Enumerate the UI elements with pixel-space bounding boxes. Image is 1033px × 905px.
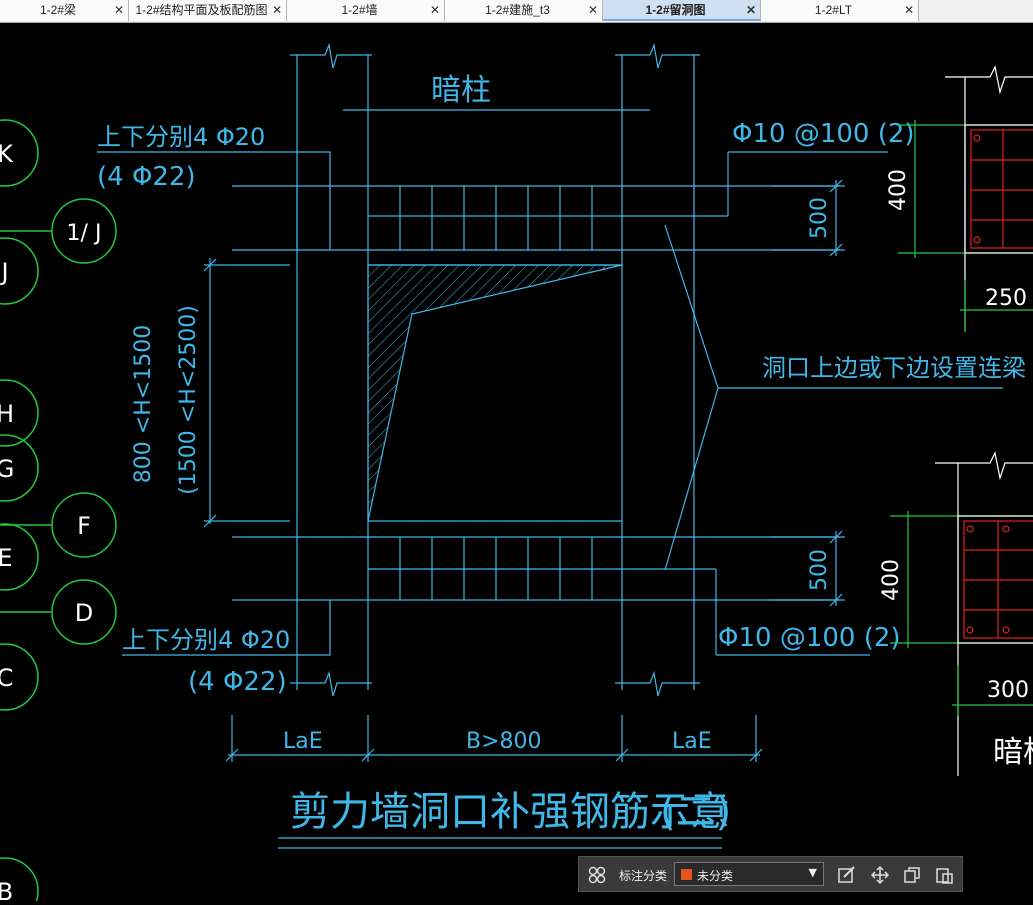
tab-opening-plan[interactable]: 1-2#留洞图 ✕ xyxy=(603,0,761,21)
height-range-2: (1500 <H<2500) xyxy=(176,305,201,495)
top-rebar-label: 上下分别4 Φ20 xyxy=(97,123,265,151)
tab-wall[interactable]: 1-2#墙 ✕ xyxy=(287,0,445,21)
axis-label-c: C xyxy=(0,664,13,692)
lae-left-dim: LaE xyxy=(283,729,323,754)
bottom-rebar-alt-label: (4 Φ22) xyxy=(188,667,287,697)
tab-structure-plan[interactable]: 1-2#结构平面及板配筋图 ✕ xyxy=(129,0,287,21)
edit-icon[interactable] xyxy=(836,865,856,885)
lae-right-dim: LaE xyxy=(672,729,712,754)
axis-label-k: K xyxy=(0,140,14,168)
close-icon[interactable]: ✕ xyxy=(903,3,914,17)
wall-opening-drawing xyxy=(97,42,1003,849)
section2-width: 300 xyxy=(987,678,1029,703)
drawing-title-suffix: (二) xyxy=(660,789,731,835)
axis-label-f: F xyxy=(77,512,91,540)
tab-architecture[interactable]: 1-2#建施_t3 ✕ xyxy=(445,0,603,21)
close-icon[interactable]: ✕ xyxy=(745,3,756,17)
tab-label: 1-2#建施_t3 xyxy=(485,3,550,17)
tab-lt[interactable]: 1-2#LT ✕ xyxy=(761,0,919,21)
tab-label: 1-2#结构平面及板配筋图 xyxy=(135,3,268,17)
section-details xyxy=(890,65,1033,776)
close-icon[interactable]: ✕ xyxy=(271,3,282,17)
close-icon[interactable]: ✕ xyxy=(429,3,440,17)
section2-label: 暗柱 xyxy=(993,735,1033,770)
paste-icon[interactable] xyxy=(934,865,954,885)
tab-label: 1-2#留洞图 xyxy=(645,3,706,17)
axis-label-j: J xyxy=(0,258,9,286)
bottom-rebar-label: 上下分别4 Φ20 xyxy=(122,626,290,654)
column-label: 暗柱 xyxy=(431,73,491,108)
axis-label-e: E xyxy=(0,544,13,572)
category-value: 未分类 xyxy=(697,869,734,883)
bottom-stirrup-label: Φ10 @100 (2) xyxy=(718,623,901,653)
cad-canvas[interactable]: K 1/ J J H G F E D C B xyxy=(0,22,1033,905)
close-icon[interactable]: ✕ xyxy=(113,3,124,17)
axis-label-d: D xyxy=(75,599,93,627)
width-dim: B>800 xyxy=(466,729,542,754)
axis-labels: K 1/ J J H G F E D C B xyxy=(0,140,102,905)
tab-bar: 1-2#梁 ✕ 1-2#结构平面及板配筋图 ✕ 1-2#墙 ✕ 1-2#建施_t… xyxy=(0,0,1033,23)
move-icon[interactable] xyxy=(870,865,890,885)
drawing-texts: 暗柱 上下分别4 Φ20 (4 Φ22) Φ10 @100 (2) 上下分别4 … xyxy=(97,73,1026,835)
height-range-1: 800 <H<1500 xyxy=(131,325,156,483)
hatched-wedge xyxy=(367,264,623,522)
drawing-title: 剪力墙洞口补强钢筋示意 xyxy=(290,789,730,835)
drawing-svg: K 1/ J J H G F E D C B xyxy=(0,42,1033,905)
tab-label: 1-2#墙 xyxy=(341,3,378,17)
beam-note: 洞口上边或下边设置连梁 xyxy=(762,354,1026,382)
axis-label-1j: 1/ J xyxy=(67,221,102,246)
top-stirrup-label: Φ10 @100 (2) xyxy=(732,119,915,149)
axis-label-h: H xyxy=(0,400,14,428)
grid-icon[interactable] xyxy=(587,865,607,885)
section1-height: 400 xyxy=(886,169,911,211)
tab-label: 1-2#梁 xyxy=(39,3,77,17)
axis-bubbles xyxy=(0,119,117,905)
section2-height: 400 xyxy=(879,559,904,601)
annotation-toolbar: 标注分类 未分类 ▼ xyxy=(578,856,963,892)
copy-icon[interactable] xyxy=(902,865,922,885)
dimension-ticks xyxy=(203,179,843,762)
close-icon[interactable]: ✕ xyxy=(587,3,598,17)
chevron-down-icon: ▼ xyxy=(808,866,817,879)
axis-label-g: G xyxy=(0,455,14,483)
category-color-swatch xyxy=(681,869,692,880)
axis-label-b: B xyxy=(0,878,13,901)
annotation-category-select[interactable]: 未分类 ▼ xyxy=(674,862,824,886)
section1-width: 250 xyxy=(985,286,1027,311)
tab-label: 1-2#LT xyxy=(814,3,853,17)
annotation-category-label: 标注分类 xyxy=(619,869,668,883)
dim-500-top: 500 xyxy=(807,197,832,239)
tab-beam[interactable]: 1-2#梁 ✕ xyxy=(0,0,129,21)
dim-500-bottom: 500 xyxy=(807,549,832,591)
section-texts: 400 250 400 300 暗柱 xyxy=(879,169,1033,770)
top-rebar-alt-label: (4 Φ22) xyxy=(97,162,196,192)
